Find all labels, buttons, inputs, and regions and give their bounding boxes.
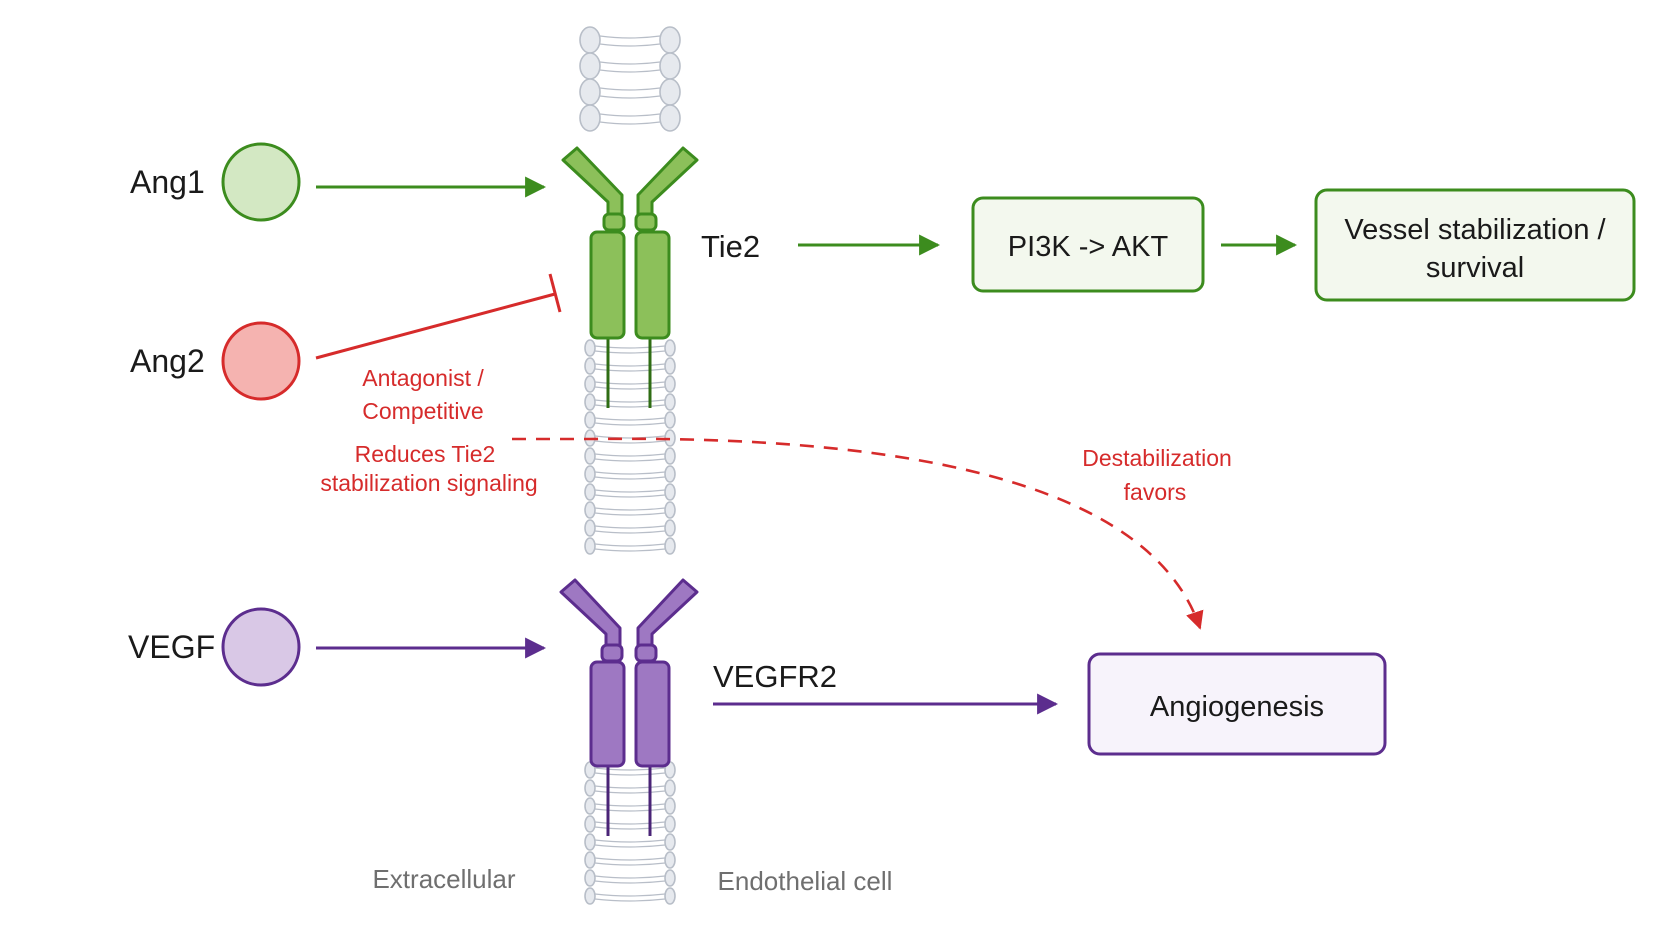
- ang2-inhibition-line: [315, 273, 562, 360]
- extracellular-label: Extracellular: [372, 864, 515, 894]
- destabilization-dashed-arrow: [512, 437, 1204, 630]
- antagonist-note-line1: Antagonist /: [362, 365, 484, 391]
- vessel-label-line1: Vessel stabilization /: [1344, 214, 1606, 246]
- vessel-stabilization-box: [1314, 188, 1636, 302]
- destabilization-note-line2: favors: [1124, 479, 1187, 505]
- reduces-note-line1: Reduces Tie2: [355, 441, 496, 467]
- vegfr2-label: VEGFR2: [713, 659, 837, 694]
- ang2-circle: [221, 321, 301, 401]
- ang2-label: Ang2: [130, 343, 205, 379]
- vegfr2-receptor: [559, 578, 699, 836]
- angiogenesis-box: [1087, 652, 1387, 756]
- vegf-circle: [221, 607, 301, 687]
- antagonist-note-line2: Competitive: [362, 398, 483, 424]
- tie2-label: Tie2: [701, 229, 760, 264]
- pi3k-akt-label: PI3K -> AKT: [1008, 231, 1169, 263]
- angiogenesis-label: Angiogenesis: [1150, 691, 1324, 723]
- vessel-label-line2: survival: [1426, 252, 1524, 284]
- reduces-note-line2: stabilization signaling: [320, 470, 537, 496]
- tie2-receptor: [561, 146, 699, 408]
- pi3k-akt-box: [971, 196, 1205, 293]
- ang1-label: Ang1: [130, 164, 205, 200]
- destabilization-note-line1: Destabilization: [1082, 445, 1232, 471]
- cell-membrane: [579, 26, 681, 905]
- ang1-circle: [221, 142, 301, 222]
- endothelial-cell-label: Endothelial cell: [718, 866, 893, 896]
- vegf-label: VEGF: [128, 629, 215, 665]
